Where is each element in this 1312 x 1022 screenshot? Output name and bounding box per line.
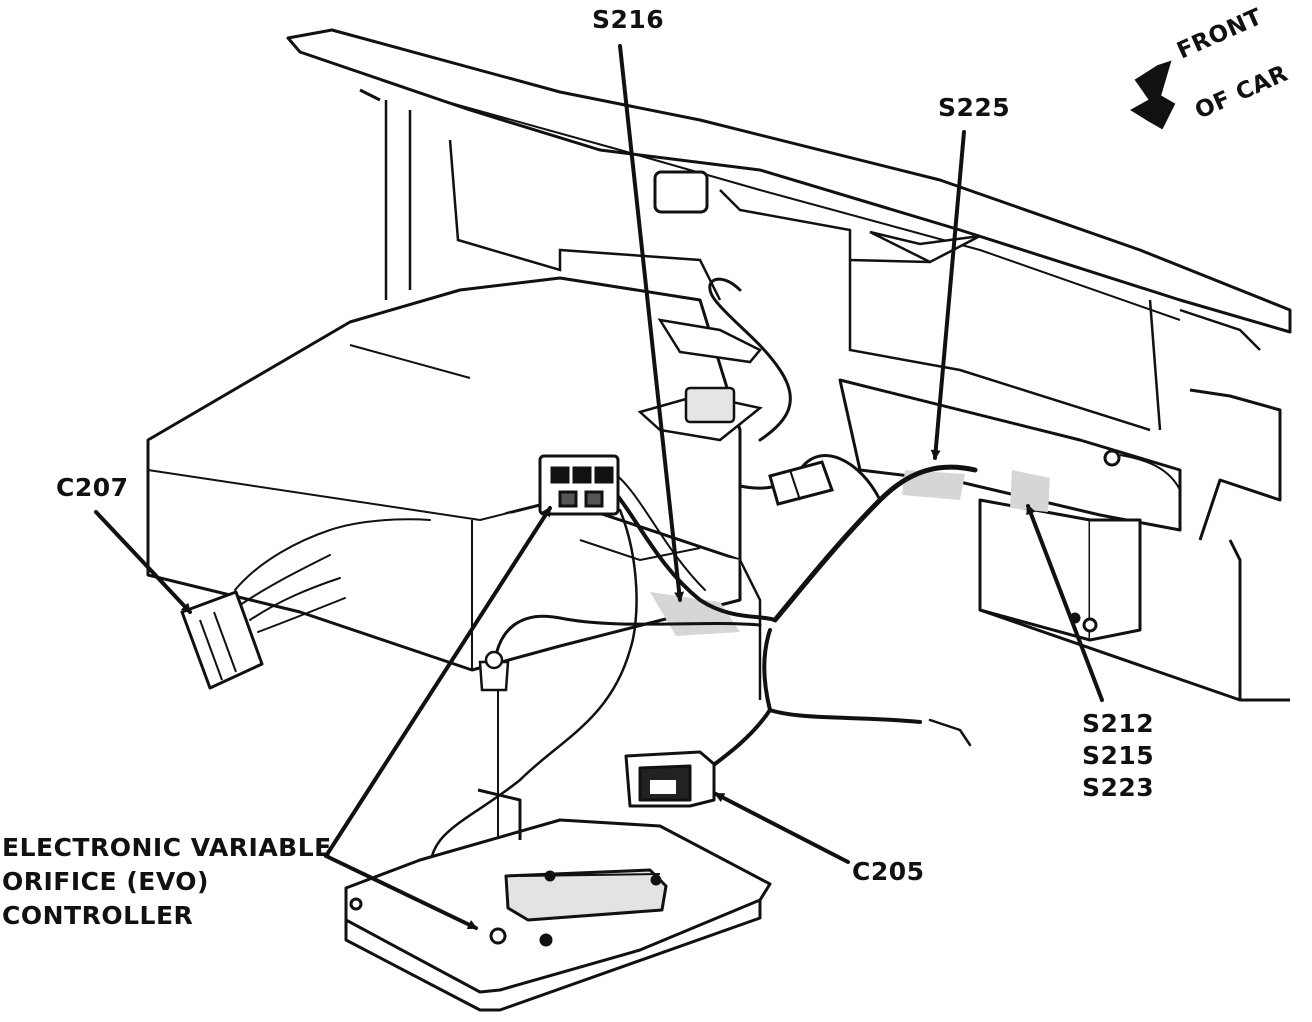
dash-top — [286, 28, 1292, 334]
center-support — [637, 318, 763, 700]
upper-connector — [538, 454, 620, 516]
label-evo-line2: ORIFICE (EVO) — [2, 867, 209, 896]
s212-leader — [1026, 504, 1104, 702]
evo-controller — [344, 788, 772, 1012]
label-evo-line3: CONTROLLER — [2, 901, 194, 930]
under-dash-cavity — [384, 100, 1261, 432]
label-s225: S225 — [938, 93, 1011, 122]
c205-leader — [714, 792, 850, 864]
s225-leader — [930, 130, 966, 460]
label-evo-line1: ELECTRONIC VARIABLE — [2, 833, 332, 862]
c205-connector — [624, 750, 716, 808]
label-s216: S216 — [592, 5, 665, 34]
leader-lines — [94, 44, 1104, 930]
evo-leader — [324, 506, 552, 858]
label-s223: S223 — [1082, 773, 1155, 802]
label-c207: C207 — [56, 473, 129, 502]
s216-leader — [618, 44, 685, 602]
evo-leader-2 — [324, 854, 478, 930]
inline-connector — [768, 460, 834, 506]
label-s212: S212 — [1082, 709, 1155, 738]
label-c205: C205 — [852, 857, 925, 886]
c207-connector — [180, 590, 264, 690]
wiring-harness — [234, 277, 978, 901]
label-s215: S215 — [1082, 741, 1155, 770]
c207-leader — [94, 510, 192, 614]
crossbar-frame — [838, 378, 1290, 702]
front-of-car-arrow — [1130, 60, 1176, 130]
bulb-stud — [478, 650, 510, 692]
